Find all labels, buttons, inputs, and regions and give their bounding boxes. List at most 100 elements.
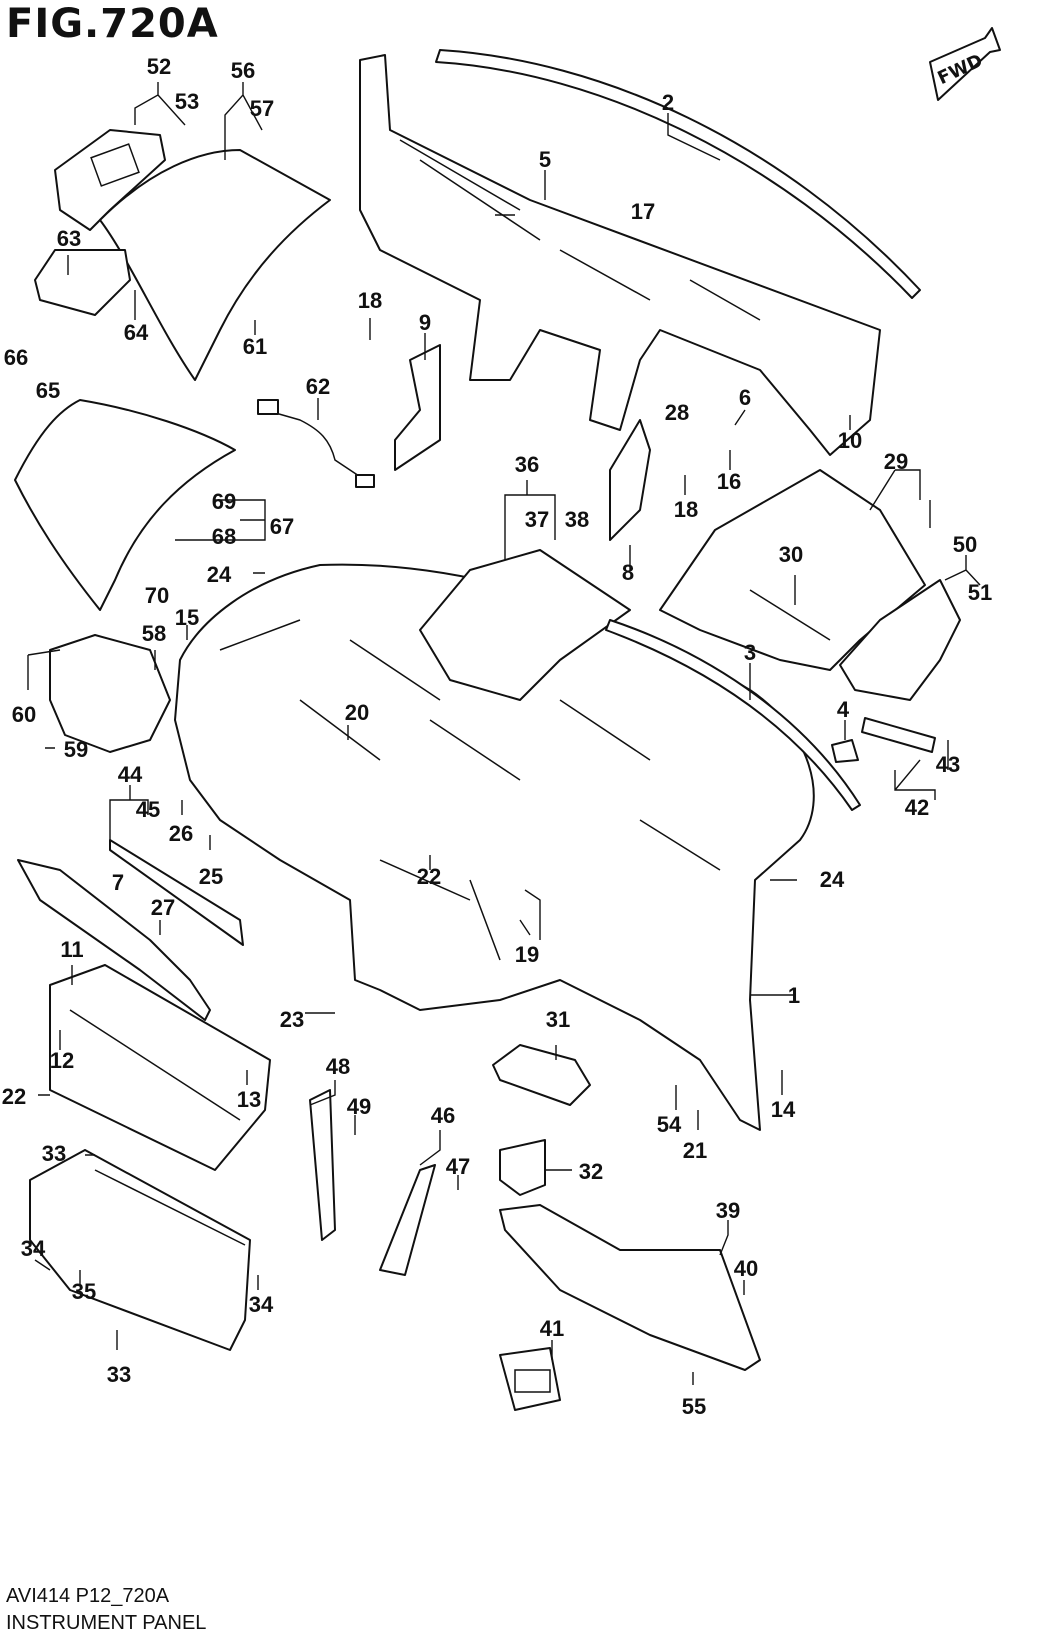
callout-48: 48 xyxy=(326,1054,350,1079)
callout-24: 24 xyxy=(820,867,845,892)
fig-title: FIG.720A xyxy=(6,1,219,47)
callout-9: 9 xyxy=(419,310,431,335)
callout-22: 22 xyxy=(2,1084,26,1109)
callout-56: 56 xyxy=(231,58,255,83)
callout-64: 64 xyxy=(124,320,149,345)
callout-41: 41 xyxy=(540,1316,564,1341)
callout-67: 67 xyxy=(270,514,294,539)
callout-24: 24 xyxy=(207,562,232,587)
callout-62: 62 xyxy=(306,374,330,399)
callout-15: 15 xyxy=(175,605,199,630)
part-33-glovebox xyxy=(29,1149,251,1351)
callout-8: 8 xyxy=(622,560,634,585)
callout-43: 43 xyxy=(936,752,960,777)
part-5-steering-member xyxy=(359,54,881,456)
callout-17: 17 xyxy=(631,199,655,224)
part-68-lower-cover xyxy=(14,399,236,611)
callout-70: 70 xyxy=(145,583,169,608)
callout-11: 11 xyxy=(60,937,83,962)
callout-18: 18 xyxy=(358,288,382,313)
callout-52: 52 xyxy=(147,54,171,79)
callout-20: 20 xyxy=(345,700,369,725)
part-33-side-cover xyxy=(499,1139,546,1196)
callout-51: 51 xyxy=(968,580,992,605)
callout-19: 19 xyxy=(515,942,539,967)
callout-27: 27 xyxy=(151,895,175,920)
callout-49: 49 xyxy=(347,1094,371,1119)
part-37-cluster-hood xyxy=(419,549,631,701)
callout-22: 22 xyxy=(417,864,441,889)
callout-54: 54 xyxy=(657,1112,682,1137)
callout-68: 68 xyxy=(212,524,236,549)
part-2-defroster-garnish xyxy=(435,49,921,299)
callout-40: 40 xyxy=(734,1256,758,1281)
callout-29: 29 xyxy=(884,449,908,474)
part-51-side-vent-right xyxy=(839,579,961,701)
callout-63: 63 xyxy=(57,226,81,251)
part-3-garnish-strip xyxy=(605,619,861,811)
callout-69: 69 xyxy=(212,489,236,514)
part-32-tray xyxy=(492,1044,591,1106)
callout-58: 58 xyxy=(142,621,166,646)
callout-34: 34 xyxy=(249,1292,274,1317)
callout-1: 1 xyxy=(788,983,800,1008)
callout-6: 6 xyxy=(739,385,751,410)
callout-4: 4 xyxy=(837,697,850,722)
callout-18: 18 xyxy=(674,497,698,522)
callout-60: 60 xyxy=(12,702,36,727)
part-7-brace xyxy=(17,859,211,1021)
callout-23: 23 xyxy=(280,1007,304,1032)
callout-36: 36 xyxy=(515,452,539,477)
callout-61: 61 xyxy=(243,334,267,359)
callout-26: 26 xyxy=(169,821,193,846)
callout-50: 50 xyxy=(953,532,977,557)
callout-35: 35 xyxy=(72,1279,96,1304)
callout-45: 45 xyxy=(136,797,160,822)
part-49-pillar-trim xyxy=(309,1089,336,1241)
callout-32: 32 xyxy=(579,1159,603,1184)
callout-34: 34 xyxy=(21,1236,46,1261)
part-8-bracket xyxy=(609,419,651,541)
part-45-brace xyxy=(109,839,244,946)
fwd-arrow-icon: FWD xyxy=(929,27,1001,101)
callout-2: 2 xyxy=(662,90,674,115)
callout-66: 66 xyxy=(4,345,28,370)
callout-59: 59 xyxy=(64,737,88,762)
callout-28: 28 xyxy=(665,400,689,425)
callout-38: 38 xyxy=(565,507,589,532)
callout-33: 33 xyxy=(107,1362,131,1387)
callout-25: 25 xyxy=(199,864,223,889)
callout-14: 14 xyxy=(771,1097,796,1122)
callout-44: 44 xyxy=(118,762,143,787)
callout-5: 5 xyxy=(539,147,551,172)
callout-10: 10 xyxy=(838,428,862,453)
part-63-wire-harness xyxy=(264,409,366,481)
callout-47: 47 xyxy=(446,1154,470,1179)
part-4-clip xyxy=(831,739,859,763)
part-57-panel-cover xyxy=(99,149,331,381)
part-43-duct xyxy=(861,717,936,753)
part-64-switch-panel xyxy=(34,249,131,316)
callout-31: 31 xyxy=(546,1007,570,1032)
part-59-airbag-module xyxy=(49,634,171,753)
callout-42: 42 xyxy=(905,795,929,820)
callout-7: 7 xyxy=(112,870,124,895)
part-40-lower-panel xyxy=(499,1204,761,1371)
callout-57: 57 xyxy=(250,96,274,121)
callout-16: 16 xyxy=(717,469,741,494)
callout-46: 46 xyxy=(431,1103,455,1128)
figure-code: AVI414 P12_720A xyxy=(6,1585,170,1607)
part-53-side-vent-left xyxy=(54,129,166,231)
callout-37: 37 xyxy=(525,507,549,532)
callout-33: 33 xyxy=(42,1141,66,1166)
callout-53: 53 xyxy=(175,89,199,114)
part-9-bracket xyxy=(394,344,441,471)
callout-55: 55 xyxy=(682,1394,706,1419)
figure-name: INSTRUMENT PANEL xyxy=(6,1612,207,1634)
part-47-pillar-trim xyxy=(379,1164,436,1276)
callout-3: 3 xyxy=(744,640,756,665)
part-42-outlet xyxy=(499,1347,561,1411)
callout-39: 39 xyxy=(716,1198,740,1223)
callout-30: 30 xyxy=(779,542,803,567)
